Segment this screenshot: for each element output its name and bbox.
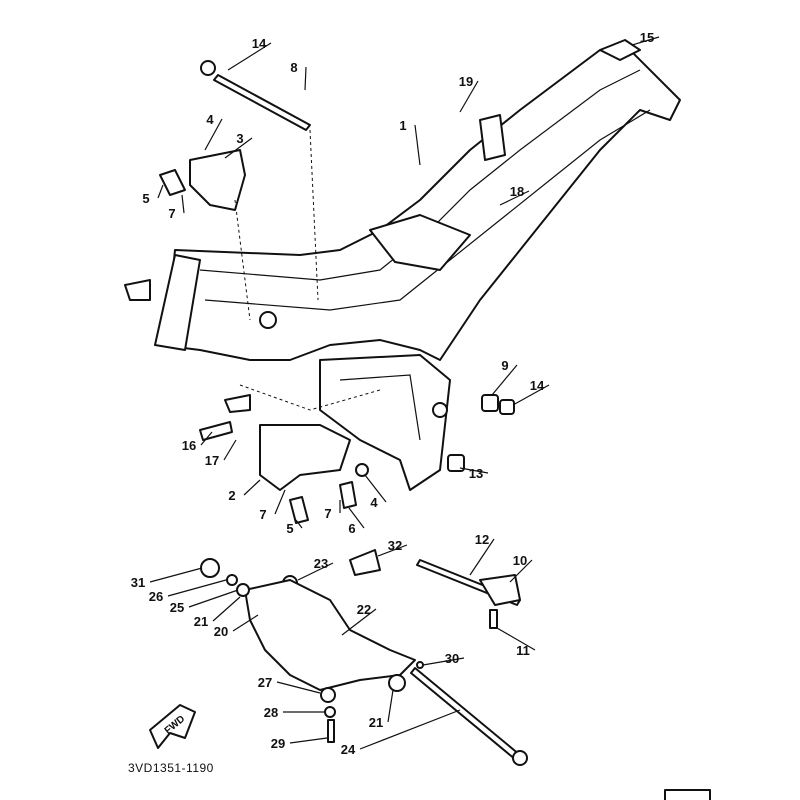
callout-23: 23 [314,556,328,571]
leader-line [212,596,241,622]
leader-line [167,579,227,597]
leader-line [304,66,307,91]
callout-5: 5 [142,191,149,206]
callout-32: 32 [388,538,402,553]
callout-4: 4 [370,495,378,510]
callout-28: 28 [264,705,278,720]
callout-31: 31 [131,575,145,590]
leader-line [274,489,286,515]
leader-line [377,544,408,557]
callout-27: 27 [258,675,272,690]
callout-19: 19 [459,74,473,89]
leader-line [509,559,533,583]
callout-17: 17 [205,453,219,468]
callout-26: 26 [149,589,163,604]
leader-line [295,519,303,529]
callout-2: 2 [228,488,235,503]
callout-14: 14 [530,378,545,393]
callout-7: 7 [324,506,331,521]
callout-22: 22 [357,602,371,617]
callout-5: 5 [286,521,293,536]
leader-line [491,364,518,396]
fwd-arrow-icon: FWD [149,704,196,749]
callout-6: 6 [348,521,355,536]
callout-10: 10 [513,553,527,568]
callout-4: 4 [206,112,214,127]
leader-line [149,567,203,583]
drawing-code: 3VD1351-1190 [128,761,214,775]
callout-30: 30 [445,651,459,666]
leader-line [459,467,489,474]
callout-25: 25 [170,600,184,615]
leader-line [512,384,550,406]
callout-18: 18 [510,184,524,199]
leader-line [157,184,164,199]
leader-line [232,614,259,632]
leader-line [181,194,185,214]
leader-line [348,507,365,529]
leader-line [469,538,495,576]
bolts-and-collars [159,60,521,629]
leader-line [223,439,237,461]
callout-24: 24 [341,742,356,757]
leader-line [387,689,394,723]
callout-7: 7 [168,206,175,221]
leader-line [414,124,421,166]
leader-line [276,681,321,694]
leader-line [359,709,461,750]
dashed-assembly-lines [234,129,381,411]
leader-line [224,137,253,159]
under-cowl [200,558,528,766]
callout-16: 16 [182,438,196,453]
leader-line [631,36,660,46]
corner-box-fragment [664,789,711,800]
callout-8: 8 [290,60,297,75]
leader-line [188,589,239,608]
leader-line [459,80,479,113]
callout-13: 13 [469,466,483,481]
leader-line [289,737,328,744]
callout-1: 1 [399,118,406,133]
callout-14: 14 [252,36,267,51]
callout-11: 11 [516,643,530,658]
callout-15: 15 [640,30,654,45]
callout-20: 20 [214,624,228,639]
callout-29: 29 [271,736,285,751]
engine-brackets [189,149,351,491]
leader-line [364,474,387,503]
leader-line [422,657,465,666]
leader-line [341,608,377,636]
callout-9: 9 [501,358,508,373]
leader-line [227,42,272,71]
leader-line [499,190,530,206]
leader-line [496,627,536,651]
callout-3: 3 [236,131,243,146]
callout-7: 7 [259,507,266,522]
callout-21: 21 [369,715,383,730]
leader-line [243,479,261,496]
callout-21: 21 [194,614,208,629]
callout-12: 12 [475,532,489,547]
main-frame [124,39,681,491]
leader-line [297,562,334,581]
leader-line [200,431,213,446]
leader-line [204,118,223,151]
